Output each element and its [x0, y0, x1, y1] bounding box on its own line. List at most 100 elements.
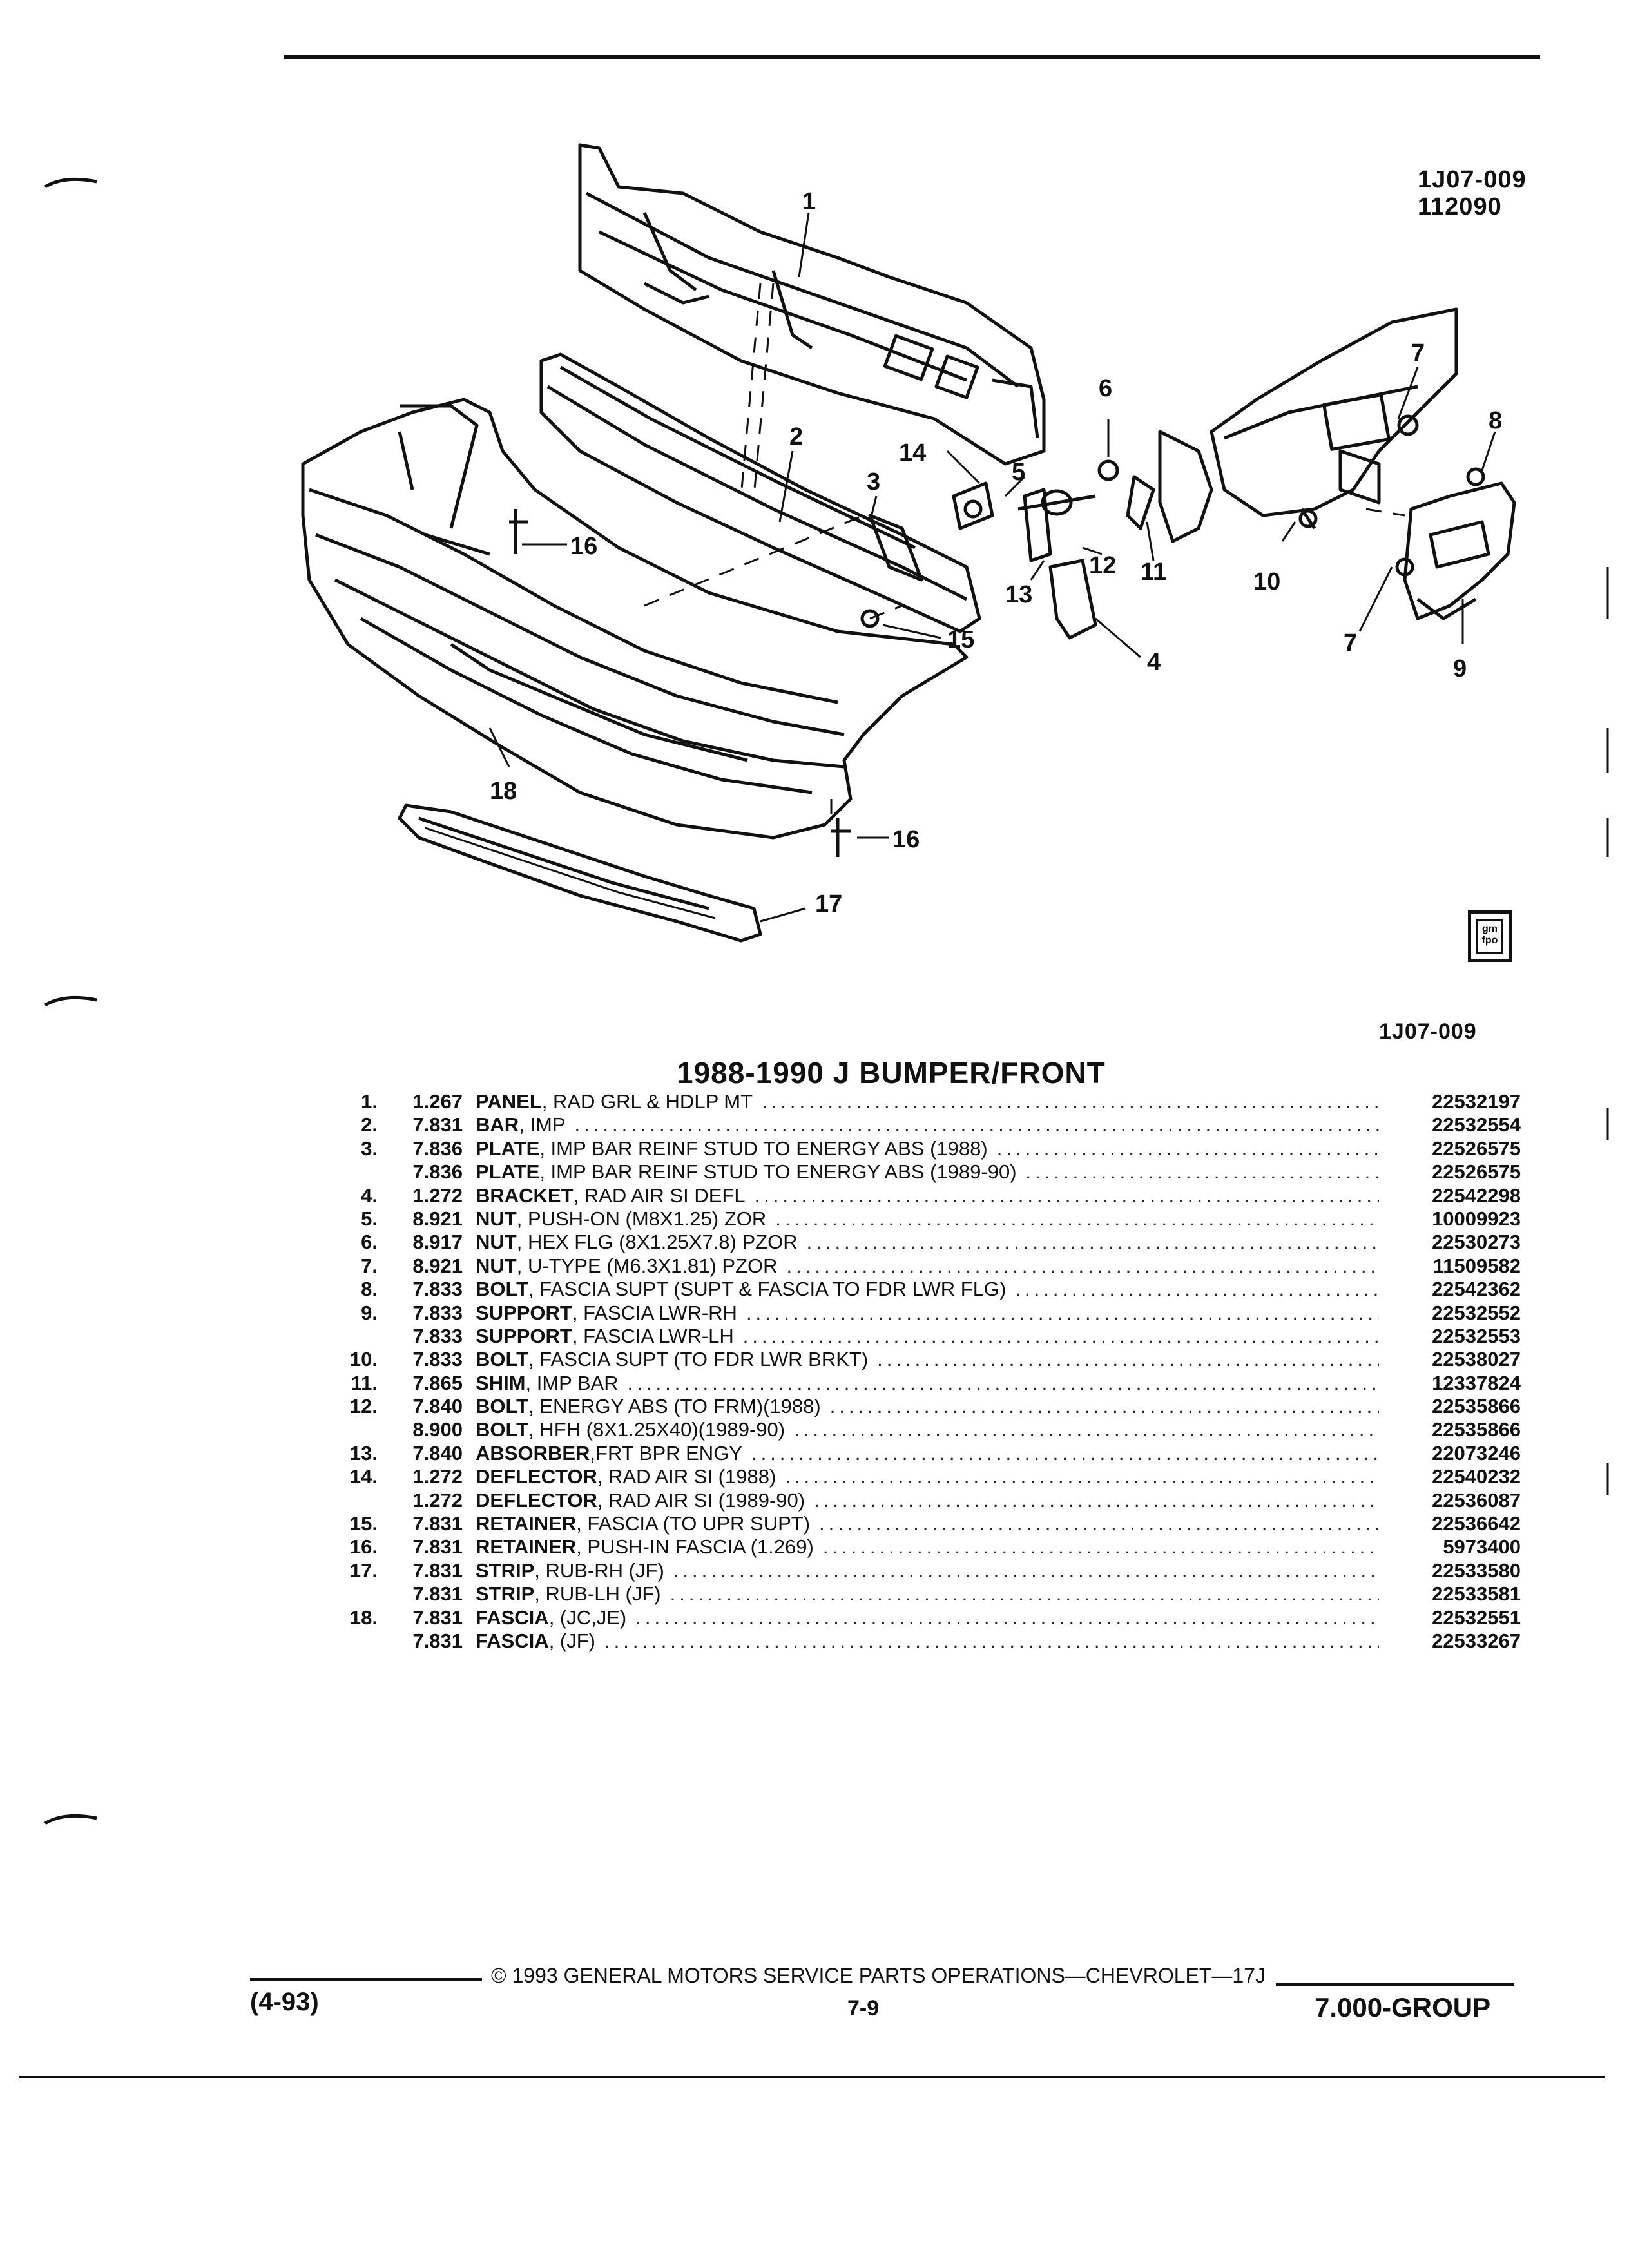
leader-dots: ........................................… [786, 1254, 1379, 1277]
item-number: 12. [349, 1395, 378, 1418]
leader-dots: ........................................… [794, 1418, 1379, 1441]
part-number: 22533581 [1432, 1582, 1521, 1606]
leader-dots: ........................................… [806, 1231, 1379, 1254]
item-name: FASCIA [476, 1606, 549, 1629]
item-number: 7. [361, 1254, 378, 1277]
item-name: STRIP [476, 1582, 535, 1606]
item-detail: , HFH (8X1.25X40)(1989-90) [528, 1418, 786, 1441]
item-detail: , (JC,JE) [548, 1606, 627, 1629]
item-code: 7.833 [412, 1301, 463, 1324]
callout-1: 1 [802, 188, 816, 215]
footer-group: 7.000-GROUP [1315, 1992, 1491, 2023]
item-number: 5. [361, 1207, 378, 1230]
leader-dots: ........................................… [574, 1113, 1379, 1137]
callout-16-top: 16 [570, 533, 597, 560]
item-name: BOLT [476, 1348, 529, 1371]
item-description: BRACKET, RAD AIR SI DEFL................… [476, 1184, 1392, 1207]
item-name: SHIM [476, 1371, 526, 1394]
part-1-panel [578, 143, 1046, 466]
item-name: PLATE [476, 1137, 540, 1160]
callout-7-bottom: 7 [1344, 629, 1357, 657]
part-number: 22536087 [1432, 1488, 1521, 1512]
item-detail: , RUB-LH (JF) [534, 1582, 661, 1606]
leader-dots: ........................................… [746, 1301, 1379, 1324]
item-name: BOLT [476, 1278, 529, 1301]
item-code: 7.833 [412, 1278, 463, 1301]
item-name: BAR [476, 1113, 519, 1137]
illustration-date: 112090 [1418, 193, 1502, 220]
item-detail: , (JF) [548, 1629, 595, 1652]
callout-13: 13 [1005, 581, 1032, 608]
item-detail: , FASCIA SUPT (TO FDR LWR BRKT) [528, 1348, 869, 1371]
item-code: 1.272 [412, 1465, 463, 1488]
item-name: RETAINER [476, 1535, 577, 1559]
item-name: STRIP [476, 1559, 535, 1582]
leader-dots: ........................................… [742, 1324, 1379, 1347]
part-number: 22542362 [1432, 1278, 1521, 1301]
item-number: 18. [349, 1606, 378, 1629]
callout-4: 4 [1147, 649, 1161, 676]
callout-8: 8 [1489, 407, 1502, 434]
item-description: RETAINER, PUSH-IN FASCIA (1.269)........… [476, 1535, 1392, 1559]
callout-14: 14 [899, 439, 926, 466]
leader-dots: ........................................… [1015, 1278, 1379, 1301]
caption-code: 1J07-009 [1379, 1019, 1477, 1044]
illustration-code: 1J07-009 [1418, 166, 1527, 193]
item-number: 14. [349, 1465, 378, 1488]
item-name: ABSORBER [476, 1441, 590, 1465]
leader-dots: ........................................… [996, 1137, 1379, 1160]
item-detail: , RAD AIR SI DEFL [573, 1184, 746, 1207]
item-description: BOLT, ENERGY ABS (TO FRM)(1988).........… [476, 1395, 1392, 1418]
item-detail: , RAD AIR SI (1988) [597, 1465, 776, 1488]
item-detail: , RAD AIR SI (1989-90) [597, 1488, 805, 1512]
part-number: 22530273 [1432, 1231, 1521, 1254]
part-number: 22538027 [1432, 1348, 1521, 1371]
item-detail: , HEX FLG (8X1.25X7.8) PZOR [516, 1231, 798, 1254]
top-rule [284, 55, 1540, 59]
callout-12: 12 [1089, 552, 1116, 579]
item-number: 17. [349, 1559, 378, 1582]
leader-dots: ........................................… [822, 1535, 1379, 1559]
item-description: FASCIA, (JF)............................… [476, 1629, 1392, 1653]
item-code: 8.900 [412, 1418, 463, 1441]
item-code: 7.831 [412, 1582, 463, 1606]
item-code: 7.831 [412, 1113, 463, 1137]
callout-17: 17 [815, 890, 842, 918]
item-description: FASCIA, (JC,JE).........................… [476, 1606, 1392, 1629]
item-code: 7.836 [412, 1137, 463, 1160]
item-code: 7.836 [412, 1160, 463, 1184]
item-number: 13. [349, 1441, 378, 1465]
leader-dots: ........................................… [627, 1371, 1379, 1394]
leader-dots: ........................................… [1025, 1160, 1379, 1184]
part-17-rub-strip [398, 803, 762, 943]
item-name: DEFLECTOR [476, 1465, 597, 1488]
bumper-exploded-diagram: 1 2 3 4 5 6 7 7 8 9 10 11 12 13 14 15 16… [301, 143, 1516, 943]
leader-dots: ........................................… [604, 1629, 1379, 1652]
item-code: 7.831 [412, 1629, 463, 1652]
item-number: 2. [361, 1113, 378, 1137]
leader-dots: ........................................… [785, 1465, 1379, 1488]
item-description: BOLT, FASCIA SUPT (SUPT & FASCIA TO FDR … [476, 1278, 1392, 1301]
item-detail: , FASCIA SUPT (SUPT & FASCIA TO FDR LWR … [528, 1278, 1007, 1301]
callout-5: 5 [1012, 459, 1025, 486]
item-code: 7.831 [412, 1559, 463, 1582]
fender-and-supports [1158, 307, 1516, 620]
callout-15: 15 [947, 626, 974, 653]
item-detail: , FASCIA LWR-RH [572, 1301, 737, 1324]
item-description: BOLT, FASCIA SUPT (TO FDR LWR BRKT).....… [476, 1348, 1392, 1371]
item-description: DEFLECTOR, RAD AIR SI (1988)............… [476, 1465, 1392, 1488]
part-number: 22532552 [1432, 1301, 1521, 1324]
leader-dots: ........................................… [819, 1512, 1379, 1535]
item-description: BOLT, HFH (8X1.25X40)(1989-90)..........… [476, 1418, 1392, 1441]
part-number: 22542298 [1432, 1184, 1521, 1207]
